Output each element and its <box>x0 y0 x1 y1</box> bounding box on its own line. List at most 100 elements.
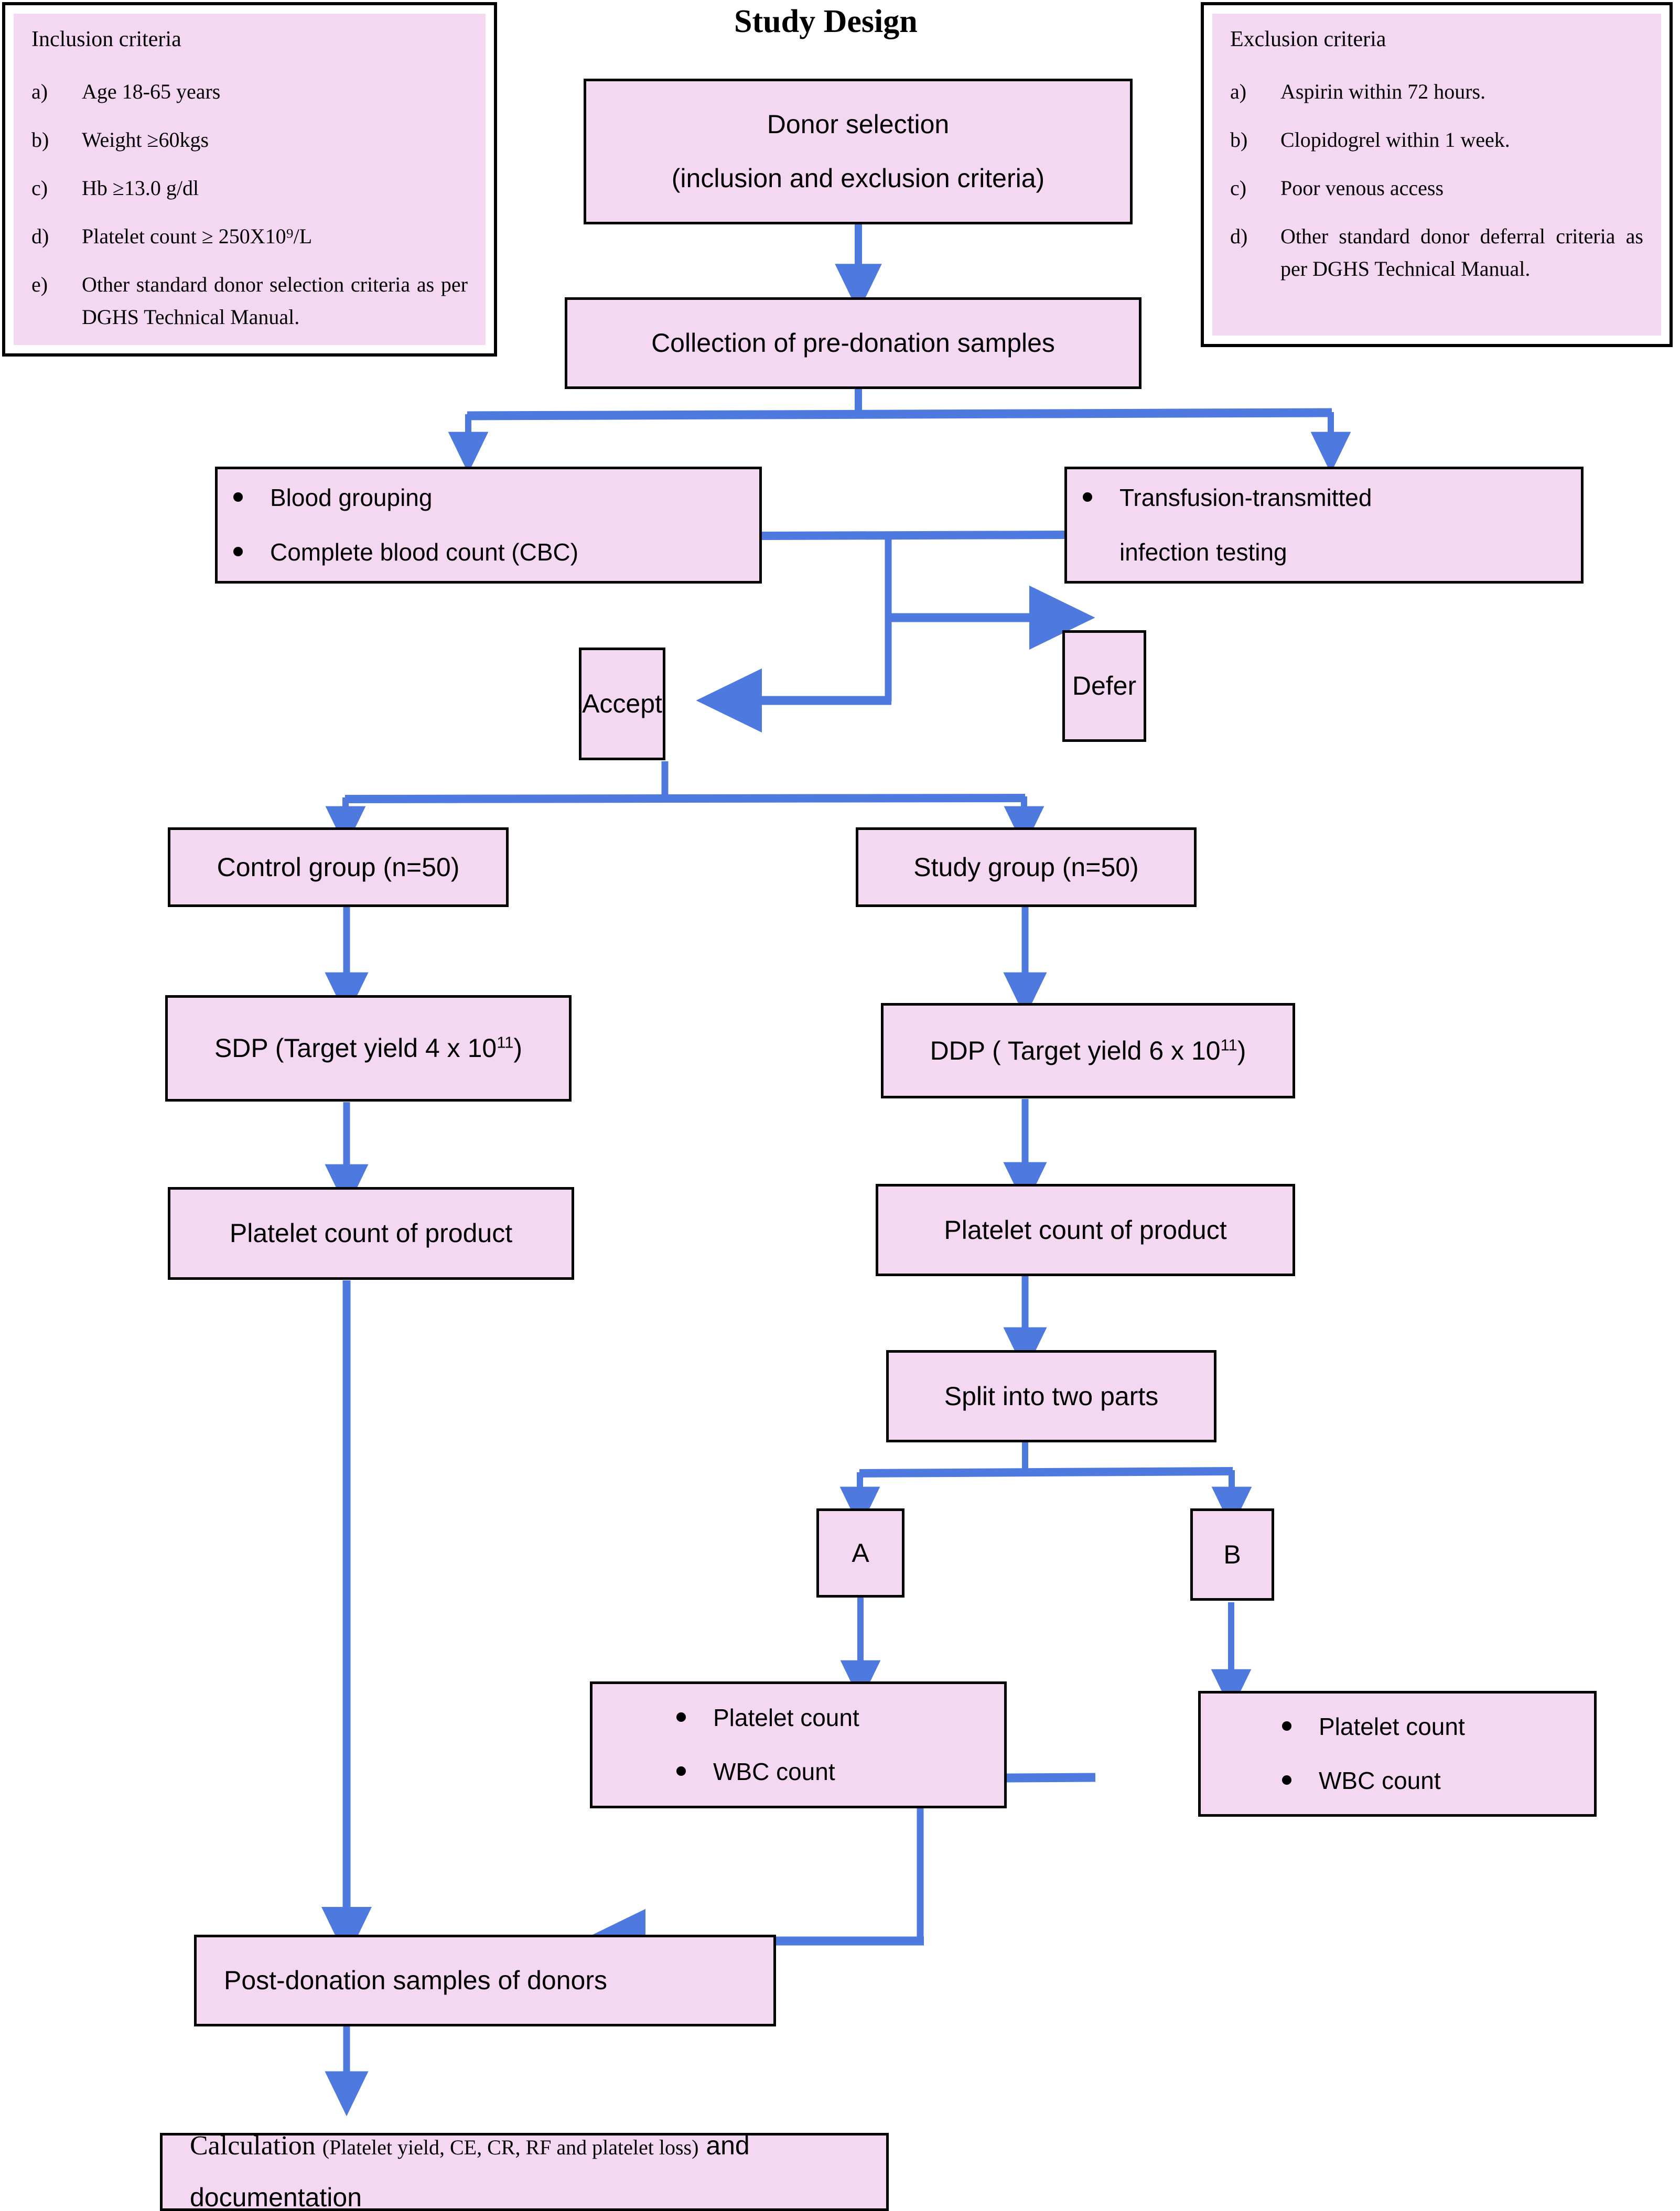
bullet-icon <box>233 546 243 556</box>
node-label: SDP (Target yield 4 x 1011) <box>181 1032 555 1064</box>
bullet-icon <box>676 1712 686 1722</box>
node-label: Platelet count of product <box>229 1218 513 1248</box>
list-marker: b) <box>31 128 49 152</box>
bullet-list: Transfusion-transmitted infection testin… <box>1083 483 1565 567</box>
list-text: Hb ≥13.0 g/dl <box>82 176 199 200</box>
node-line-1: Donor selection <box>767 110 950 139</box>
calculation-part-2: (Platelet yield, CE, CR, RF and platelet… <box>322 2135 699 2159</box>
list-text: Blood grouping <box>270 484 433 511</box>
node-study-group[interactable]: Study group (n=50) <box>856 827 1197 907</box>
list-item: WBC count <box>608 1757 988 1787</box>
node-label-exponent: 11 <box>1220 1035 1237 1054</box>
node-ddp[interactable]: DDP ( Target yield 6 x 1011) <box>881 1003 1295 1098</box>
list-item: infection testing <box>1083 537 1565 568</box>
inclusion-criteria-heading: Inclusion criteria <box>31 27 181 51</box>
inclusion-criteria-list: a) Age 18-65 years b) Weight ≥60kgs c) H… <box>31 76 468 333</box>
list-item: d) Platelet count ≥ 250X10⁹/L <box>31 220 468 253</box>
node-platelet-count-left[interactable]: Platelet count of product <box>168 1187 574 1280</box>
list-item: c) Poor venous access <box>1230 172 1643 204</box>
list-marker: e) <box>31 273 48 297</box>
node-label: A <box>852 1538 869 1568</box>
list-marker: d) <box>31 224 49 249</box>
node-label-suffix: ) <box>1237 1036 1246 1065</box>
list-item: Platelet count <box>608 1703 988 1733</box>
list-item: b) Weight ≥60kgs <box>31 124 468 156</box>
node-platelet-count-right[interactable]: Platelet count of product <box>876 1184 1295 1276</box>
exclusion-criteria-panel: Exclusion criteria a) Aspirin within 72 … <box>1201 2 1673 347</box>
node-label-suffix: ) <box>513 1033 523 1063</box>
list-item: WBC count <box>1216 1766 1578 1796</box>
node-control-group[interactable]: Control group (n=50) <box>168 827 509 907</box>
list-marker: a) <box>1230 80 1247 104</box>
node-calculation[interactable]: Calculation (Platelet yield, CE, CR, RF … <box>160 2131 889 2211</box>
list-text: WBC count <box>713 1758 835 1785</box>
list-marker: a) <box>31 80 48 104</box>
list-text: Transfusion-transmitted <box>1119 484 1372 511</box>
node-label-exponent: 11 <box>497 1033 514 1052</box>
list-text: Age 18-65 years <box>82 80 221 104</box>
node-post-donation[interactable]: Post-donation samples of donors <box>194 1935 776 2026</box>
calculation-part-1: Calculation <box>190 2130 322 2161</box>
bullet-icon <box>1282 1721 1291 1731</box>
list-text: Platelet count <box>1319 1712 1465 1740</box>
node-label: Platelet count of product <box>944 1215 1227 1245</box>
list-item: a) Age 18-65 years <box>31 76 468 108</box>
node-label-prefix: DDP ( Target yield 6 x 10 <box>930 1036 1221 1065</box>
node-sdp[interactable]: SDP (Target yield 4 x 1011) <box>165 995 572 1102</box>
node-label-prefix: SDP (Target yield 4 x 10 <box>214 1033 497 1063</box>
list-item: d) Other standard donor deferral criteri… <box>1230 220 1643 285</box>
node-accept[interactable]: Accept <box>579 648 665 760</box>
bullet-icon <box>1282 1775 1291 1785</box>
node-donor-selection[interactable]: Donor selection (inclusion and exclusion… <box>584 79 1133 224</box>
node-split[interactable]: Split into two parts <box>886 1350 1216 1442</box>
node-label: Post-donation samples of donors <box>224 1966 607 1995</box>
node-pre-donation-tests[interactable]: Blood grouping Complete blood count (CBC… <box>215 467 762 584</box>
calculation-text: Calculation (Platelet yield, CE, CR, RF … <box>190 2120 750 2211</box>
inclusion-criteria-panel: Inclusion criteria a) Age 18-65 years b)… <box>2 2 497 357</box>
bullet-list: Blood grouping Complete blood count (CBC… <box>233 483 744 567</box>
node-label: Defer <box>1072 671 1137 700</box>
list-item: e) Other standard donor selection criter… <box>31 268 468 333</box>
node-defer[interactable]: Defer <box>1062 630 1146 742</box>
node-label: DDP ( Target yield 6 x 1011) <box>897 1035 1279 1067</box>
node-counts-b[interactable]: Platelet count WBC count <box>1198 1691 1597 1817</box>
calculation-part-3: and <box>698 2130 750 2160</box>
list-item: Blood grouping <box>233 483 744 513</box>
bullet-icon <box>233 492 243 502</box>
list-text: Complete blood count (CBC) <box>270 538 579 566</box>
list-item: a) Aspirin within 72 hours. <box>1230 76 1643 108</box>
bullet-list: Platelet count WBC count <box>1216 1712 1578 1796</box>
list-text: Poor venous access <box>1280 176 1444 200</box>
list-text: Weight ≥60kgs <box>82 128 209 152</box>
exclusion-criteria-heading: Exclusion criteria <box>1230 27 1386 51</box>
list-text: infection testing <box>1119 538 1287 566</box>
list-marker: c) <box>1230 176 1247 200</box>
node-part-a[interactable]: A <box>816 1508 904 1598</box>
calculation-line-2: documentation <box>190 2182 362 2211</box>
node-tti-testing[interactable]: Transfusion-transmitted infection testin… <box>1064 467 1584 584</box>
node-collection-predonation[interactable]: Collection of pre-donation samples <box>565 297 1141 389</box>
list-marker: b) <box>1230 128 1248 152</box>
node-label: Accept <box>582 689 662 718</box>
list-text: Platelet count <box>713 1703 859 1731</box>
list-item: c) Hb ≥13.0 g/dl <box>31 172 468 204</box>
list-text: Aspirin within 72 hours. <box>1280 80 1486 104</box>
node-line-2: (inclusion and exclusion criteria) <box>671 164 1045 193</box>
exclusion-criteria-list: a) Aspirin within 72 hours. b) Clopidogr… <box>1230 76 1643 285</box>
list-item: Transfusion-transmitted <box>1083 483 1565 513</box>
list-text: WBC count <box>1319 1767 1441 1794</box>
node-counts-a[interactable]: Platelet count WBC count <box>590 1681 1007 1808</box>
list-text: Platelet count ≥ 250X10⁹/L <box>82 224 313 249</box>
list-marker: c) <box>31 176 48 200</box>
node-part-b[interactable]: B <box>1190 1508 1274 1601</box>
list-text: Other standard donor deferral criteria a… <box>1280 224 1643 281</box>
bullet-list: Platelet count WBC count <box>608 1703 988 1787</box>
bullet-icon <box>676 1766 686 1776</box>
node-label: Collection of pre-donation samples <box>651 328 1055 358</box>
node-label: Split into two parts <box>944 1381 1159 1411</box>
list-text: Clopidogrel within 1 week. <box>1280 128 1510 152</box>
bullet-icon <box>1083 492 1092 502</box>
node-label: Study group (n=50) <box>913 852 1139 882</box>
list-text: Other standard donor selection criteria … <box>82 273 468 329</box>
